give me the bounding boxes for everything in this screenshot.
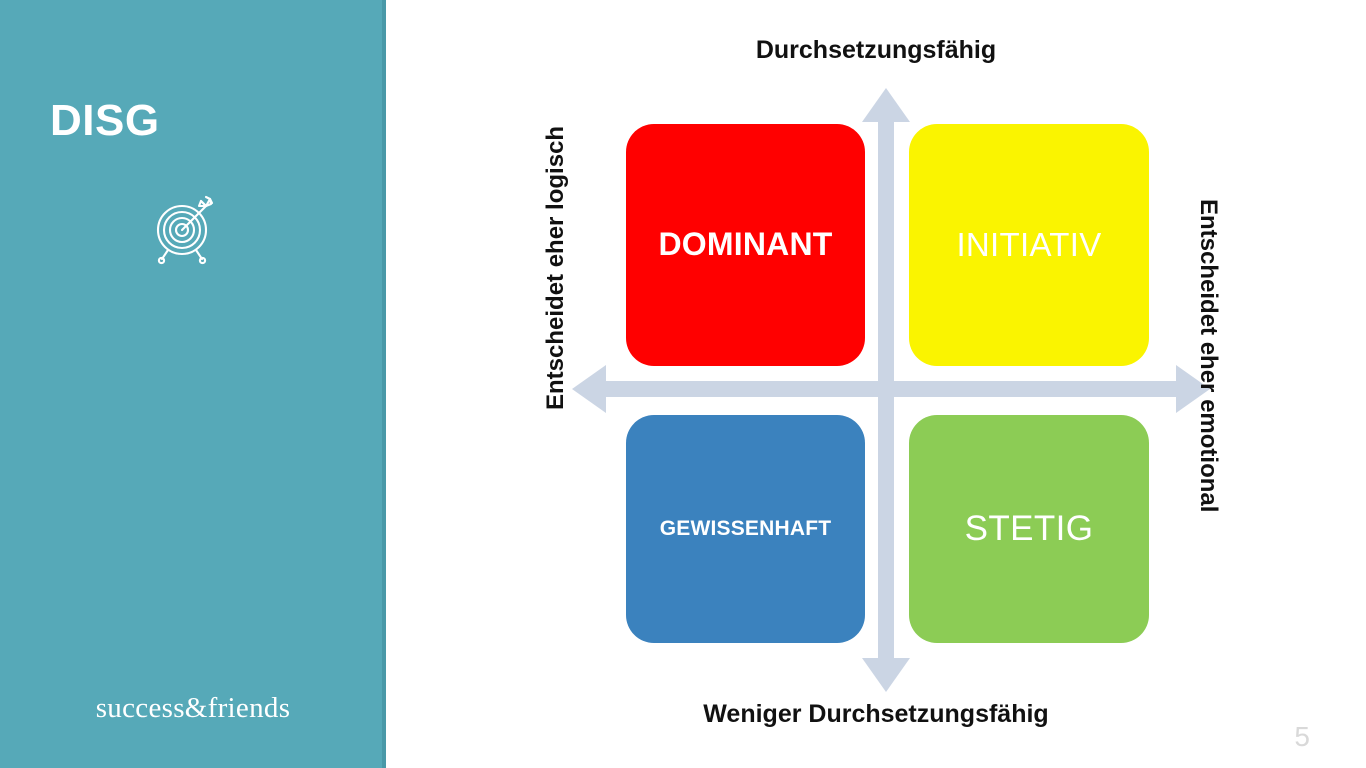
quadrant-gewissenhaft-label: GEWISSENHAFT [659, 516, 832, 540]
axis-arrow-down-icon [862, 658, 910, 692]
axis-label-top: Durchsetzungsfähig [755, 36, 997, 64]
quadrant-dominant[interactable]: DOMINANT [626, 124, 865, 366]
quadrant-stetig[interactable]: STETIG [909, 415, 1149, 643]
vertical-axis-line [878, 112, 894, 668]
horizontal-axis-line [596, 381, 1186, 397]
axis-label-bottom-strong: Weniger [703, 700, 802, 728]
axis-label-bottom-rest: Durchsetzungsfähig [801, 700, 1049, 728]
disg-quadrant-diagram: DOMINANT INITIATIV GEWISSENHAFT STETIG D… [386, 0, 1366, 768]
axis-arrow-left-icon [572, 365, 606, 413]
sidebar-panel: DISG success&friends [0, 0, 386, 768]
axis-label-right: Entscheidet eher emotional [1195, 199, 1222, 513]
axis-label-left: Entscheidet eher logisch [542, 125, 569, 410]
axis-arrow-up-icon [862, 88, 910, 122]
quadrant-stetig-label: STETIG [964, 508, 1094, 548]
target-bullseye-arrow-icon [144, 192, 220, 268]
axis-label-bottom: Weniger Durchsetzungsfähig [386, 700, 1366, 729]
quadrant-initiativ[interactable]: INITIATIV [909, 124, 1149, 366]
page-title: DISG [50, 96, 160, 145]
quadrant-initiativ-label: INITIATIV [956, 225, 1102, 263]
quadrant-gewissenhaft[interactable]: GEWISSENHAFT [626, 415, 865, 643]
quadrant-dominant-label: DOMINANT [658, 226, 833, 263]
brand-logo: success&friends [95, 692, 291, 724]
page-number: 5 [1294, 721, 1310, 752]
